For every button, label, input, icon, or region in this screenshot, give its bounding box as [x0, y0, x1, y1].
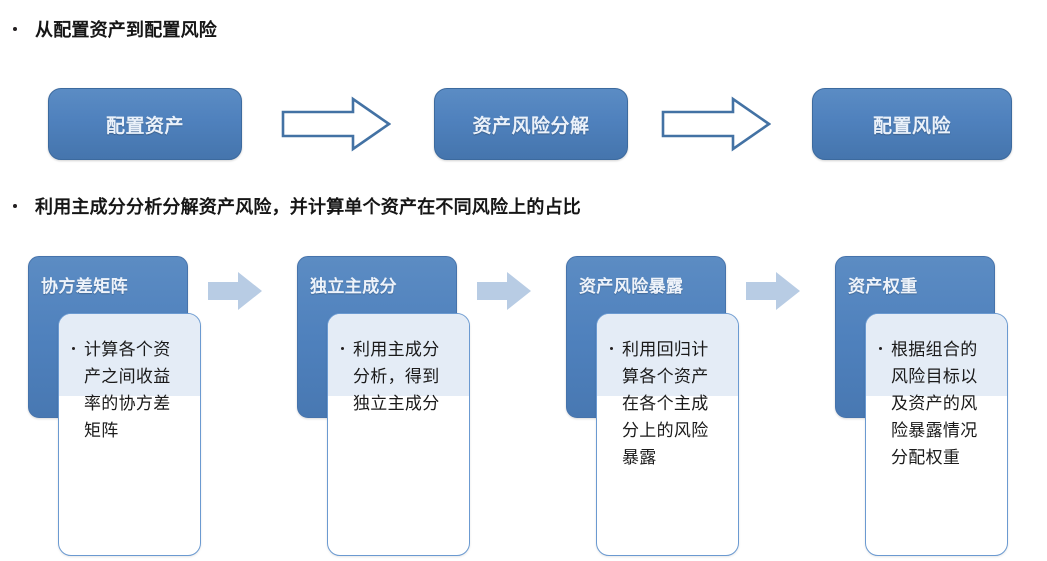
process-card-3-bullet: 利用回归计算各个资产在各个主成分上的风险暴露 [610, 336, 730, 471]
solid-arrow-right-icon-1 [208, 272, 262, 310]
bullet-dot-icon [341, 347, 344, 350]
solid-arrow-right-icon-3 [746, 272, 800, 310]
process-card-2-bullet: 利用主成分分析，得到独立主成分 [341, 336, 461, 417]
process-card-4-bullet: 根据组合的风险目标以及资产的风险暴露情况分配权重 [879, 336, 999, 471]
bullet-heading-1: 从配置资产到配置风险 [13, 16, 217, 42]
process-card-2-body-tint [328, 314, 469, 396]
bullet-heading-2-text: 利用主成分分析分解资产风险，并计算单个资产在不同风险上的占比 [35, 197, 581, 217]
solid-arrow-right-icon-2 [477, 272, 531, 310]
top-flow-box-2[interactable]: 资产风险分解 [434, 88, 628, 160]
process-card-1-header-label: 协方差矩阵 [41, 277, 128, 296]
bullet-dot-icon [13, 27, 17, 31]
process-card-4-header-label: 资产权重 [848, 277, 918, 296]
process-card-1-body[interactable]: 计算各个资产之间收益率的协方差矩阵 [58, 313, 201, 556]
process-card-4-body[interactable]: 根据组合的风险目标以及资产的风险暴露情况分配权重 [865, 313, 1008, 556]
hollow-arrow-right-icon-2 [661, 96, 772, 152]
bullet-heading-2: 利用主成分分析分解资产风险，并计算单个资产在不同风险上的占比 [13, 193, 581, 219]
process-card-3-header-label: 资产风险暴露 [579, 277, 684, 296]
top-flow-box-1-label: 配置资产 [105, 115, 184, 137]
process-card-4-body-tint [866, 314, 1007, 396]
process-card-1-body-text: 计算各个资产之间收益率的协方差矩阵 [84, 340, 171, 440]
process-card-2-body-text: 利用主成分分析，得到独立主成分 [353, 340, 440, 413]
bullet-dot-icon [13, 204, 17, 208]
process-card-3-body-text: 利用回归计算各个资产在各个主成分上的风险暴露 [622, 340, 709, 467]
bullet-heading-1-text: 从配置资产到配置风险 [35, 20, 217, 40]
bullet-dot-icon [879, 347, 882, 350]
bullet-dot-icon [72, 347, 75, 350]
process-card-1-bullet: 计算各个资产之间收益率的协方差矩阵 [72, 336, 192, 444]
process-card-2-header-label: 独立主成分 [310, 277, 397, 296]
process-card-1-body-tint [59, 314, 200, 396]
hollow-arrow-right-icon-1 [281, 96, 392, 152]
process-card-3-body-tint [597, 314, 738, 396]
top-flow-box-3-label: 配置风险 [872, 115, 951, 137]
bullet-dot-icon [610, 347, 613, 350]
process-card-2-body[interactable]: 利用主成分分析，得到独立主成分 [327, 313, 470, 556]
process-card-3-body[interactable]: 利用回归计算各个资产在各个主成分上的风险暴露 [596, 313, 739, 556]
top-flow-box-1[interactable]: 配置资产 [48, 88, 242, 160]
top-flow-box-3[interactable]: 配置风险 [812, 88, 1012, 160]
top-flow-box-2-label: 资产风险分解 [472, 115, 590, 137]
process-card-4-body-text: 根据组合的风险目标以及资产的风险暴露情况分配权重 [891, 340, 978, 467]
